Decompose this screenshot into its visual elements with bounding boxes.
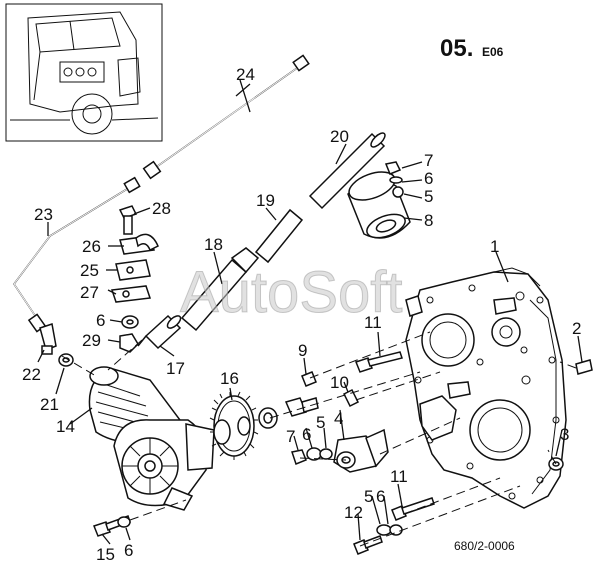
timing-housing-1	[405, 267, 567, 509]
callout-23: 23	[34, 205, 53, 224]
dowel-pin-2	[575, 359, 593, 375]
callout-1: 1	[490, 237, 499, 256]
washer-stack-bottom	[376, 524, 403, 536]
hose-20	[308, 132, 386, 210]
callout-18: 18	[204, 235, 223, 254]
callout-28: 28	[152, 199, 171, 218]
callout-8: 8	[424, 211, 433, 230]
drawing-number: 680/2-0006	[454, 539, 515, 553]
pipe-24	[142, 54, 310, 180]
callout-6: 6	[376, 487, 385, 506]
callout-16: 16	[220, 369, 239, 388]
callout-12: 12	[344, 503, 363, 522]
callout-9: 9	[298, 341, 307, 360]
callout-5: 5	[316, 413, 325, 432]
callout-10: 10	[330, 373, 349, 392]
pipe-23	[13, 176, 141, 333]
bracket-27	[110, 285, 152, 303]
callout-19: 19	[256, 191, 275, 210]
callout-27: 27	[80, 283, 99, 302]
screw-12	[353, 535, 383, 555]
callout-5: 5	[364, 487, 373, 506]
callout-7: 7	[286, 427, 295, 446]
callout-26: 26	[82, 237, 101, 256]
seal-ring	[258, 407, 278, 429]
watermark-text: AutoSoft	[180, 260, 402, 325]
callout-3: 3	[560, 425, 569, 444]
gear-16	[209, 391, 259, 460]
air-compressor-14	[88, 366, 215, 511]
connector-17	[137, 314, 182, 350]
plate-25	[115, 259, 151, 281]
hose-18	[180, 247, 260, 332]
bracket-4	[333, 428, 389, 473]
nut-29	[119, 333, 139, 353]
callout-11: 11	[390, 467, 408, 486]
callout-6: 6	[96, 311, 105, 330]
callout-6: 6	[124, 541, 133, 560]
callout-2: 2	[572, 319, 581, 338]
washer-21	[58, 353, 74, 367]
callout-21: 21	[40, 395, 59, 414]
callout-22: 22	[22, 365, 41, 384]
assembly-lines	[61, 331, 577, 547]
leader-lines	[37, 79, 583, 545]
callout-20: 20	[330, 127, 349, 146]
nut-washer-stack-top	[384, 161, 404, 198]
callout-25: 25	[80, 261, 99, 280]
callout-14: 14	[56, 417, 75, 436]
bolt-11-bottom	[391, 497, 435, 521]
callout-15: 15	[96, 545, 115, 564]
section-code: 05.	[440, 35, 473, 62]
truck-inset-view	[5, 3, 163, 142]
callout-11: 11	[364, 313, 382, 332]
callout-4: 4	[334, 409, 343, 428]
bolt-centre	[284, 397, 319, 417]
washer-6e	[117, 516, 131, 528]
callout-6: 6	[424, 169, 433, 188]
bolt-11-top	[355, 351, 403, 373]
hose-19	[254, 208, 304, 264]
bolt-28	[118, 205, 138, 235]
callout-29: 29	[82, 331, 101, 350]
section-subcode: E06	[482, 45, 504, 59]
screw-10	[342, 388, 360, 408]
clamp-26	[119, 233, 159, 255]
callout-labels: 24 20 7 6 5 8 23 28 19 26 18 1 25 27 6 1…	[22, 65, 581, 564]
callout-24: 24	[236, 65, 255, 84]
callout-5: 5	[424, 187, 433, 206]
callout-6: 6	[302, 425, 311, 444]
callout-7: 7	[424, 151, 433, 170]
union-22	[39, 323, 57, 355]
washer-6b	[121, 315, 139, 329]
callout-17: 17	[166, 359, 185, 378]
washer-stack-mid	[291, 447, 333, 465]
screw-9	[301, 371, 317, 387]
